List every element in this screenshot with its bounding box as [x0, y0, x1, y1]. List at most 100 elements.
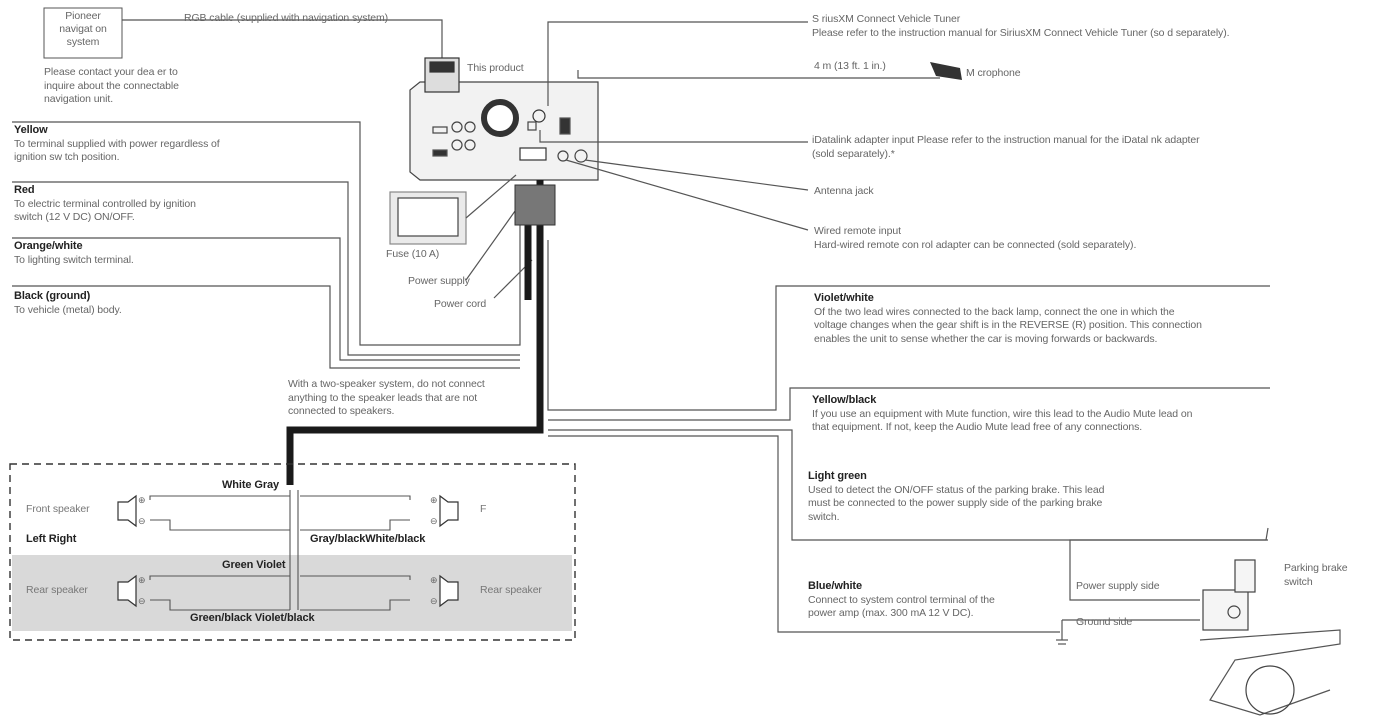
- rgb-cable-label: RGB cable (supplied with navigation syst…: [184, 12, 389, 24]
- datalink-line: [539, 130, 808, 143]
- parking-power-line: [1069, 527, 1269, 601]
- left-right-label: Left Right: [26, 533, 77, 545]
- right-wire-light-green: Light green Used to detect the ON/OFF st…: [808, 470, 1104, 524]
- front-right-letter: F: [480, 503, 487, 515]
- wire-color-label: Yellow/black: [812, 394, 877, 406]
- rear-speaker-right-label: Rear speaker: [480, 584, 542, 596]
- power-cord-label: Power cord: [434, 298, 487, 310]
- wire-color-label: Yellow: [14, 124, 48, 136]
- yellow-black-wire: [548, 387, 1270, 421]
- datalink-label: iDatalink adapter input Please refer to …: [812, 134, 1200, 161]
- nav-box-label: Pioneer navigat on system: [48, 10, 118, 49]
- front-speaker-label: Front speaker: [26, 503, 90, 515]
- left-wire-orange-white: Orange/white To lighting switch terminal…: [14, 240, 134, 267]
- wire-desc: must be connected to the power supply si…: [808, 497, 1103, 509]
- wire-desc: Of the two lead wires connected to the b…: [814, 305, 1175, 318]
- wired-remote-label: Wired remote input Hard-wired remote con…: [814, 225, 1136, 252]
- wire-desc: To terminal supplied with power regardle…: [14, 137, 220, 150]
- violet-white-wire: [547, 240, 1270, 411]
- ground-side-label: Ground side: [1076, 616, 1133, 628]
- left-wire-red: Red To electric terminal controlled by i…: [14, 184, 196, 225]
- sirius-line: [547, 21, 808, 106]
- green-black-violet-black-label: Green/black Violet/black: [190, 612, 315, 624]
- nav-box-line: system: [66, 36, 100, 48]
- wire-desc: power amp (max. 300 mA 12 V DC).: [808, 607, 974, 619]
- wire-desc: To lighting switch terminal.: [14, 253, 134, 266]
- rear-speaker-left-label: Rear speaker: [26, 584, 88, 596]
- nav-box-line: navigat on: [59, 23, 107, 35]
- mic-line: [577, 70, 940, 79]
- sirius-label: S riusXM Connect Vehicle Tuner Please re…: [812, 13, 1230, 40]
- sirius-line-text: Please refer to the instruction manual f…: [812, 26, 1230, 39]
- wire-desc: switch (12 V DC) ON/OFF.: [14, 211, 135, 223]
- microphone-label: M crophone: [966, 67, 1021, 79]
- light-green-wire: [548, 429, 1268, 541]
- microphone-icon: [930, 62, 962, 80]
- minus-icon: ⊖: [430, 596, 438, 606]
- wire-color-label: Violet/white: [814, 292, 874, 304]
- power-supply-label: Power supply: [408, 275, 470, 287]
- remote-line: [565, 159, 809, 231]
- plus-icon: ⊕: [430, 495, 438, 505]
- left-wire-black-ground: Black (ground) To vehicle (metal) body.: [14, 290, 122, 317]
- wire-color-label: Light green: [808, 470, 867, 482]
- gray-black-white-black-label: Gray/blackWhite/black: [310, 533, 426, 545]
- rgb-cable-line: [122, 19, 443, 58]
- right-wire-blue-white: Blue/white Connect to system control ter…: [808, 580, 995, 621]
- this-product-label: This product: [467, 62, 524, 74]
- wire-desc: voltage changes when the gear shift is i…: [814, 319, 1202, 331]
- fuse-line: [465, 174, 517, 219]
- datalink-line-text: (sold separately).*: [812, 147, 895, 160]
- nav-note-line: Please contact your dea er to: [44, 66, 178, 78]
- wire-desc: If you use an equipment with Mute functi…: [812, 407, 1193, 420]
- right-wire-violet-white: Violet/white Of the two lead wires conne…: [814, 292, 1202, 346]
- wire-desc: ignition sw tch position.: [14, 151, 120, 163]
- minus-icon: ⊖: [138, 596, 146, 606]
- speaker-area-border: [9, 463, 576, 641]
- note-line: anything to the speaker leads that are n…: [288, 391, 478, 404]
- wire-color-label: Black (ground): [14, 290, 91, 302]
- wire-color-label: Blue/white: [808, 580, 863, 592]
- nav-note: Please contact your dea er to inquire ab…: [44, 66, 179, 107]
- note-line: connected to speakers.: [288, 405, 395, 417]
- main-harness: [286, 180, 544, 485]
- wire-desc: switch.: [808, 510, 840, 523]
- nav-note-line: navigation unit.: [44, 93, 114, 105]
- mic-length-label: 4 m (13 ft. 1 in.): [814, 60, 886, 72]
- parking-switch-line: Parking brake: [1284, 562, 1348, 574]
- plus-icon: ⊕: [138, 495, 146, 505]
- right-wire-yellow-black: Yellow/black If you use an equipment wit…: [812, 394, 1192, 435]
- wire-desc: that equipment. If not, keep the Audio M…: [812, 421, 1143, 433]
- parking-brake-switch-label: Parking brake switch: [1284, 562, 1348, 589]
- navigation-system-box: [43, 7, 123, 59]
- rear-speaker-area: [12, 555, 572, 631]
- note-line: With a two-speaker system, do not connec…: [288, 378, 485, 390]
- minus-icon: ⊖: [430, 516, 438, 526]
- green-violet-label: Green Violet: [222, 559, 286, 571]
- yellow-wire: [12, 121, 521, 346]
- two-speaker-note: With a two-speaker system, do not connec…: [288, 378, 485, 419]
- white-gray-label: White Gray: [222, 479, 280, 491]
- orange-white-wire: [12, 237, 520, 361]
- wired-remote-line-text: Hard-wired remote con rol adapter can be…: [814, 238, 1137, 251]
- sirius-line-text: S riusXM Connect Vehicle Tuner: [812, 13, 961, 25]
- wired-remote-line-text: Wired remote input: [814, 225, 901, 237]
- antenna-label: Antenna jack: [814, 185, 874, 197]
- plus-icon: ⊕: [430, 575, 438, 585]
- nav-box-line: Pioneer: [65, 10, 101, 22]
- wire-desc: To electric terminal controlled by ignit…: [14, 197, 196, 210]
- antenna-line: [584, 159, 809, 191]
- plus-icon: ⊕: [138, 575, 146, 585]
- wire-desc: enables the unit to sense whether the ca…: [814, 332, 1158, 345]
- fuse-label: Fuse (10 A): [386, 248, 440, 260]
- parking-switch: [1202, 589, 1249, 631]
- wire-color-label: Red: [14, 184, 35, 196]
- minus-icon: ⊖: [138, 516, 146, 526]
- parking-switch-line: switch: [1284, 575, 1313, 588]
- blue-white-wire: [548, 435, 1060, 633]
- power-supply-side-label: Power supply side: [1076, 580, 1160, 592]
- red-wire: [12, 181, 520, 356]
- datalink-line-text: iDatalink adapter input Please refer to …: [812, 134, 1200, 146]
- black-ground-wire: [12, 285, 520, 369]
